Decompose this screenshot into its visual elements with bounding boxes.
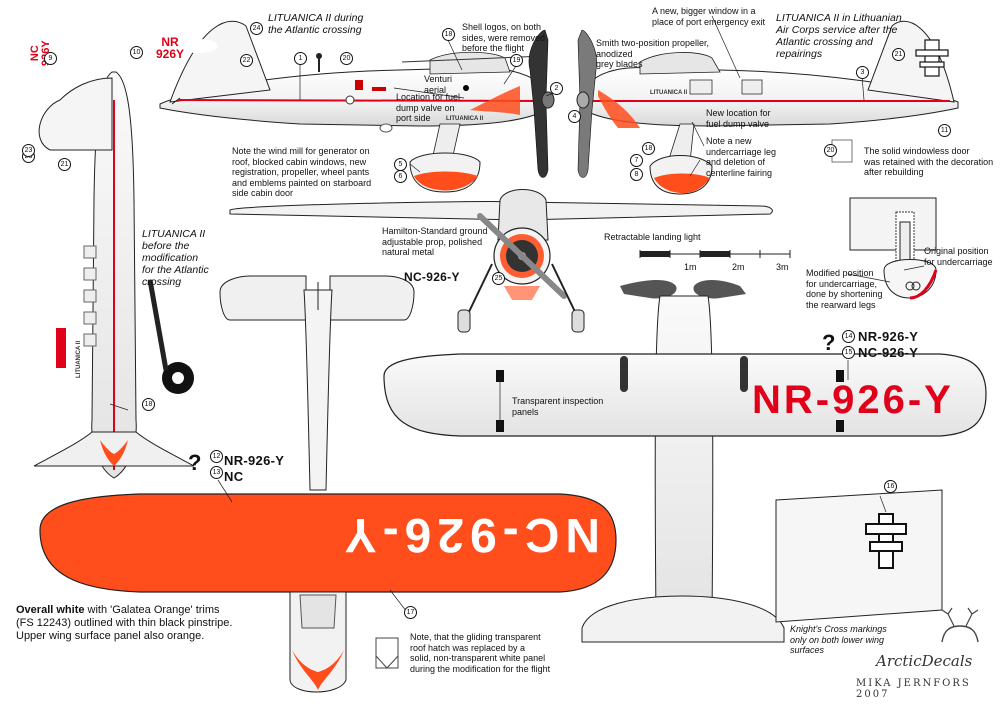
fuselage-name-top: LITUANICA II <box>76 340 82 378</box>
question-mark-upper: ? <box>188 450 202 475</box>
callout-18: 18 <box>442 28 455 41</box>
callout-20-alt: 20 <box>824 144 837 157</box>
callout-3: 3 <box>856 66 869 79</box>
caption-lithuanian: LITUANICA II in Lithuanian Air Corps ser… <box>776 12 902 60</box>
top-view-before-mod <box>33 71 195 479</box>
question-mark-lower: ? <box>822 330 836 355</box>
reindeer-logo-icon <box>941 607 979 643</box>
callout-15: 15 <box>842 346 855 359</box>
callout-16: 16 <box>884 480 897 493</box>
callout-21-alt: 21 <box>58 158 71 171</box>
note-modified-position: Modified position for undercarriage, don… <box>806 268 883 310</box>
note-new-fuel-dump: New location for fuel dump valve <box>706 108 771 129</box>
scale-label-3m: 3m <box>776 262 789 272</box>
side-view-atlantic <box>159 20 555 193</box>
note-shell-logos: Shell logos, on both sides, were removed… <box>462 22 546 53</box>
callout-4: 4 <box>568 110 581 123</box>
callout-8: 8 <box>630 168 643 181</box>
callout-17: 17 <box>404 606 417 619</box>
lower-plan-view <box>383 280 987 643</box>
front-view <box>229 189 773 333</box>
colour-note-bold: Overall white <box>16 604 85 616</box>
callout-23-alt: 23 <box>22 144 35 157</box>
caption-atlantic: LITUANICA II during the Atlantic crossin… <box>268 12 364 36</box>
reg-nc-926-y-15: NC-926-Y <box>858 345 919 360</box>
callout-22: 22 <box>240 54 253 67</box>
callout-6: 6 <box>394 170 407 183</box>
note-smith-prop: Smith two-position propeller, anodized g… <box>596 38 710 69</box>
callout-1: 1 <box>294 52 307 65</box>
callout-18-alt: 18 <box>642 142 655 155</box>
callout-10: 10 <box>130 46 143 59</box>
callout-14: 14 <box>842 330 855 343</box>
fuselage-name-left: LITUANICA II <box>446 116 484 122</box>
upper-plan-view <box>39 275 617 693</box>
reg-nc-13: NC <box>224 469 244 484</box>
upper-wing-registration: NC-926-Y <box>338 508 600 561</box>
callout-18-alt: 18 <box>142 398 155 411</box>
callout-21: 21 <box>892 48 905 61</box>
leader-lines <box>109 15 925 617</box>
callout-25: 25 <box>492 272 505 285</box>
callout-12: 12 <box>210 450 223 463</box>
colour-note: Overall white with 'Galatea Orange' trim… <box>16 604 232 643</box>
brand-logo: ArcticDecals <box>876 652 973 670</box>
fuselage-name-right: LITUANICA II <box>650 90 688 96</box>
note-retractable-light: Retractable landing light <box>604 232 701 242</box>
callout-13: 13 <box>210 466 223 479</box>
scale-label-1m: 1m <box>684 262 697 272</box>
undercarriage-detail <box>849 197 938 300</box>
note-fuel-dump-port: Location for fuel dump valve on port sid… <box>396 92 461 123</box>
note-new-window: A new, bigger window in a place of port … <box>652 6 766 27</box>
note-windowless-door: The solid windowless door was retained w… <box>864 146 994 177</box>
callout-7: 7 <box>630 154 643 167</box>
callout-9: 9 <box>44 52 57 65</box>
colour-note-rest: with 'Galatea Orange' trims (FS 12243) o… <box>16 604 233 642</box>
note-knights-cross: Knight's Cross markings only on both low… <box>790 624 887 655</box>
callout-11: 11 <box>938 124 951 137</box>
scale-bar <box>639 250 791 258</box>
note-venturi: Venturi aerial <box>424 74 453 95</box>
note-hamilton-prop: Hamilton-Standard ground adjustable prop… <box>382 226 488 257</box>
callout-20: 20 <box>340 52 353 65</box>
note-inspection-panels: Transparent inspection panels <box>512 396 604 417</box>
caption-before-mod: LITUANICA II before the modification for… <box>142 228 209 288</box>
reg-nr-926-y-14: NR-926-Y <box>858 329 919 344</box>
callout-24: 24 <box>250 22 263 35</box>
scale-label-2m: 2m <box>732 262 745 272</box>
note-new-undercarriage: Note a new undercarriage leg and deletio… <box>706 136 777 178</box>
callout-2: 2 <box>550 82 563 95</box>
callout-19: 19 <box>510 54 523 67</box>
front-view-registration: NC-926-Y <box>404 270 460 284</box>
knights-cross-mark <box>865 513 907 569</box>
note-gliding-hatch: Note, that the gliding transparent roof … <box>410 632 551 674</box>
note-original-position: Original position for undercarriage <box>924 246 993 267</box>
note-wind-mill: Note the wind mill for generator on roof… <box>232 146 372 198</box>
side-view-registration: NR 926Y <box>156 35 185 61</box>
side-view-lithuanian <box>576 20 959 195</box>
reg-nr-926-y-12: NR-926-Y <box>224 453 285 468</box>
author-signature: MIKA JERNFORS 2007 <box>856 678 971 700</box>
lower-wing-registration: NR-926-Y <box>752 378 954 422</box>
